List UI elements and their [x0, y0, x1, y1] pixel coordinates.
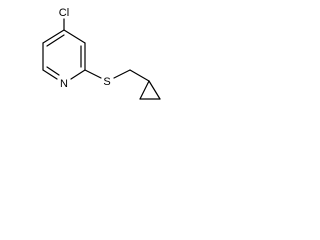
bond-c2-n1	[70, 69, 86, 80]
bond-n1-c6-inner	[46, 66, 60, 76]
bond-ch2-cyclopropyl	[129, 69, 150, 82]
cyclopropyl-ring	[139, 80, 161, 100]
cyclopropyl-bond-3	[148, 80, 161, 100]
bond-s-ch2	[113, 69, 131, 79]
bond-c5-c4	[42, 29, 65, 44]
pyridine-ring	[42, 29, 86, 80]
bond-n1-c6	[42, 69, 58, 80]
atom-label-sulfur: S	[103, 76, 110, 88]
molecule-drawing: Cl N S	[42, 7, 161, 100]
atom-label-nitrogen: N	[60, 78, 68, 90]
atom-label-chlorine: Cl	[59, 7, 69, 19]
bond-c4-c3	[63, 29, 86, 44]
bond-c5-c4-inner	[46, 34, 65, 47]
cyclopropyl-bond-1	[139, 80, 150, 100]
bond-c2-s	[84, 69, 102, 79]
structure-diagram: Cl N S	[0, 0, 186, 138]
